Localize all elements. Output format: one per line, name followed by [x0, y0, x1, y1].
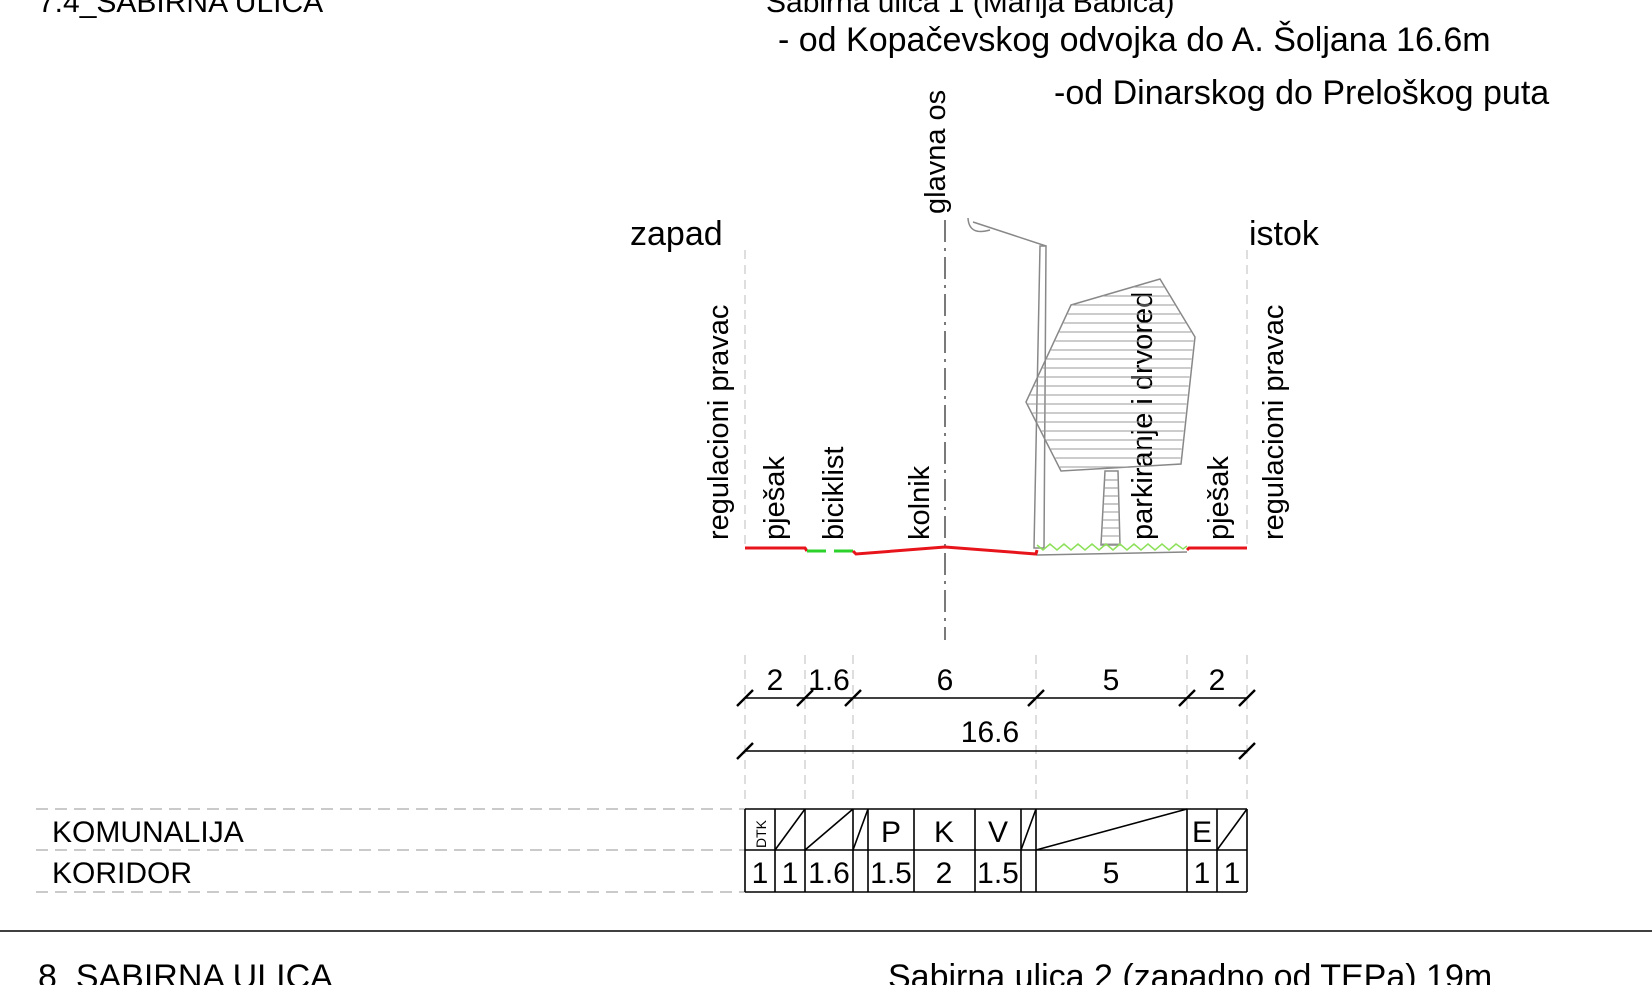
dimension-parking: 5	[1103, 664, 1120, 697]
lane-label-cyclist: biciklist	[818, 447, 850, 540]
segment-description-1: - od Kopačevskog odvojka do A. Šoljana 1…	[778, 21, 1491, 59]
corridor-width: 1.5	[977, 857, 1019, 890]
east-label: istok	[1249, 215, 1320, 253]
road-surface-profile	[745, 543, 1247, 556]
corridor-width: 1	[752, 857, 769, 890]
corridor-width: 1	[1224, 857, 1241, 890]
corridor-width: 5	[1103, 857, 1120, 890]
segment-description-2: -od Dinarskog do Preloškog puta	[1054, 74, 1549, 112]
dimension-pedestrian-west: 2	[767, 664, 784, 697]
corridor-width: 1.5	[870, 857, 912, 890]
utility-dtk: DTK	[753, 819, 769, 848]
regulation-line-west-label: regulacioni pravac	[703, 305, 735, 540]
dimension-total: 16.6	[961, 716, 1019, 749]
utility-corridor-table: KOMUNALIJA KORIDOR DTK P K V E 1 1 1.6 1…	[36, 808, 1248, 893]
komunalija-row-label: KOMUNALIJA	[52, 816, 244, 849]
next-section-title: 8_SABIRNA ULICA	[38, 958, 333, 985]
corridor-width: 1	[782, 857, 799, 890]
section-title: 7.4_SABIRNA ULICA	[38, 0, 323, 19]
dimension-pedestrian-east: 2	[1209, 664, 1226, 697]
street-description: Sabirna ulica 1 (Marija Babića)	[766, 0, 1175, 19]
lane-label-parking-trees: parkiranje i drvored	[1127, 292, 1159, 540]
utility-k: K	[934, 816, 954, 849]
koridor-row-label: KORIDOR	[52, 857, 192, 890]
dimension-carriageway: 6	[937, 664, 954, 697]
lane-label-carriageway: kolnik	[904, 465, 936, 540]
dimension-chain: 2 1.6 6 5 2 16.6	[736, 655, 1256, 805]
corridor-width: 2	[936, 857, 953, 890]
west-label: zapad	[630, 215, 723, 253]
regulation-line-east-label: regulacioni pravac	[1258, 305, 1290, 540]
utility-v: V	[988, 816, 1008, 849]
utility-e: E	[1192, 816, 1212, 849]
tree-icon	[1025, 278, 1196, 546]
utility-p: P	[881, 816, 901, 849]
lane-label-pedestrian-west: pješak	[759, 456, 791, 540]
main-axis-label: glavna os	[920, 90, 952, 214]
dimension-cyclist: 1.6	[808, 664, 850, 697]
lane-label-pedestrian-east: pješak	[1203, 456, 1235, 540]
next-section-description: Sabirna ulica 2 (zapadno od TEPa) 19m	[888, 958, 1492, 985]
corridor-width: 1	[1194, 857, 1211, 890]
corridor-width: 1.6	[808, 857, 850, 890]
